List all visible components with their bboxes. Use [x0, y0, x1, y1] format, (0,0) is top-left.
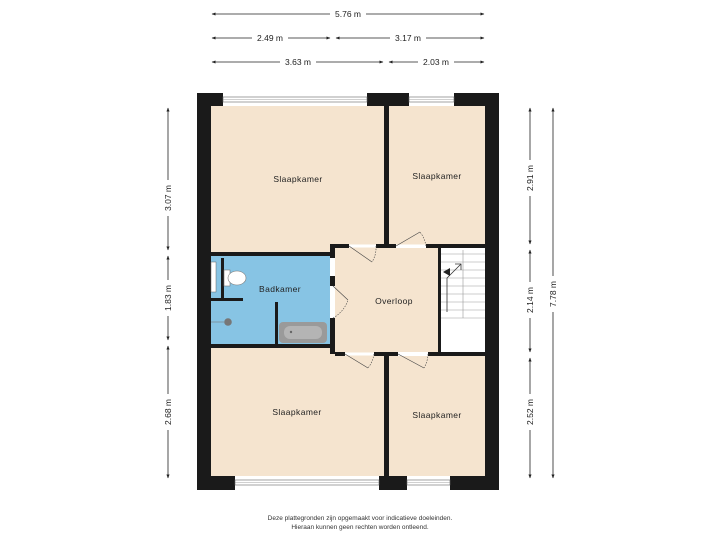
top-dimension-total: 5.76 m — [211, 8, 485, 20]
room-label-top-right: Slaapkamer — [412, 171, 461, 181]
dim-top-total: 5.76 m — [335, 9, 361, 19]
shower-drain-icon — [211, 318, 232, 326]
windows — [210, 96, 455, 486]
top-dimension-row2: 2.49 m 3.17 m — [211, 32, 485, 44]
dim-top-right-a: 3.17 m — [395, 33, 421, 43]
room-top-left — [211, 106, 384, 252]
disclaimer-line-2: Hieraan kunnen geen rechten worden ontle… — [291, 524, 429, 531]
dim-top-left-b: 3.63 m — [285, 57, 311, 67]
dim-right-bottom: 2.52 m — [525, 399, 535, 425]
disclaimer: Deze plattegronden zijn opgemaakt voor i… — [0, 514, 720, 532]
room-label-bathroom: Badkamer — [259, 284, 301, 294]
dim-right-total: 7.78 m — [548, 281, 558, 307]
walls — [197, 93, 499, 490]
room-bottom-right — [389, 356, 485, 476]
dim-right-top: 2.91 m — [525, 165, 535, 191]
dim-right-mid: 2.14 m — [525, 287, 535, 313]
room-landing — [335, 248, 440, 352]
dim-top-right-b: 2.03 m — [423, 57, 449, 67]
disclaimer-line-1: Deze plattegronden zijn opgemaakt voor i… — [267, 515, 453, 522]
dim-left-bottom: 2.68 m — [163, 399, 173, 425]
room-label-top-left: Slaapkamer — [273, 174, 322, 184]
toilet-icon — [223, 269, 247, 287]
room-top-right — [389, 106, 485, 246]
bathtub-icon — [279, 322, 327, 343]
staircase — [441, 250, 485, 319]
room-fills — [211, 106, 485, 476]
top-dimension-row3: 3.63 m 2.03 m — [211, 56, 485, 68]
doors — [331, 231, 429, 369]
room-bottom-left — [211, 348, 384, 476]
dim-left-mid: 1.83 m — [163, 285, 173, 311]
room-label-landing: Overloop — [375, 296, 413, 306]
dim-left-top: 3.07 m — [163, 185, 173, 211]
left-dimensions: 3.07 m 1.83 m 2.68 m — [162, 107, 174, 479]
room-label-bottom-right: Slaapkamer — [412, 410, 461, 420]
stairs-direction-arrow-icon — [443, 268, 450, 276]
right-dimensions: 2.91 m 2.14 m 2.52 m 7.78 m — [524, 107, 559, 479]
dim-top-left-a: 2.49 m — [257, 33, 283, 43]
room-label-bottom-left: Slaapkamer — [272, 407, 321, 417]
